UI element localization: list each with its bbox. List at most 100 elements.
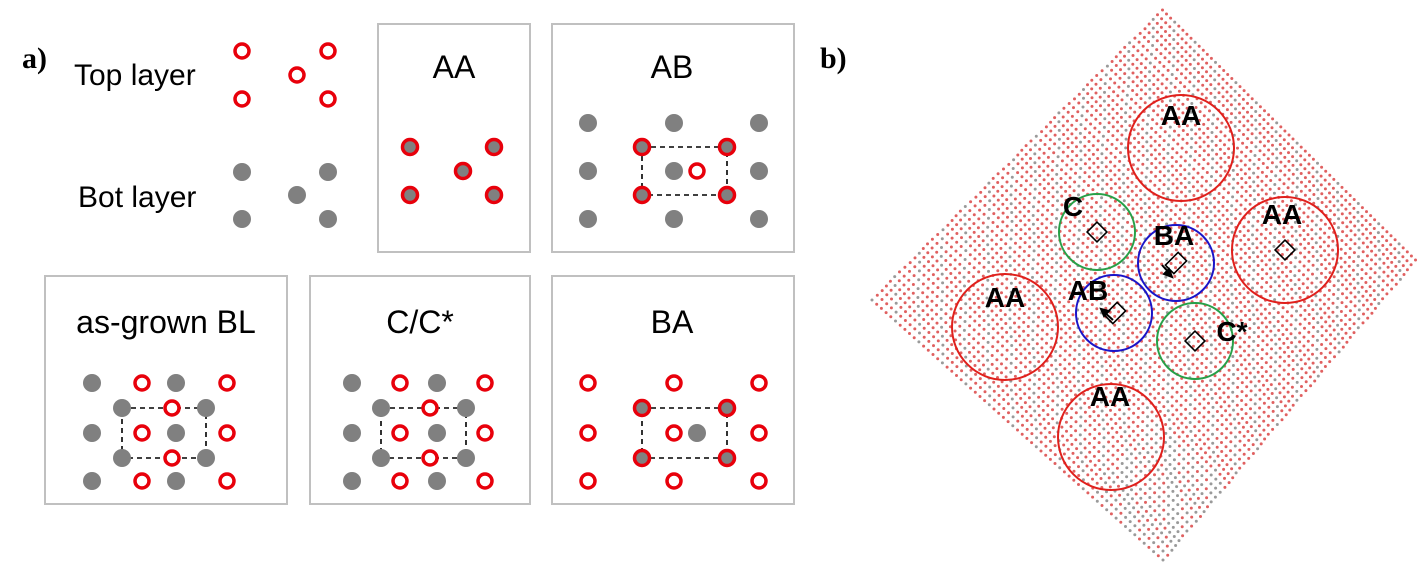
lattice-dot xyxy=(1091,188,1095,192)
lattice-dot xyxy=(1309,384,1313,388)
lattice-dot xyxy=(1319,351,1323,355)
lattice-dot xyxy=(1224,445,1228,449)
lattice-dot xyxy=(1130,287,1134,290)
lattice-dot xyxy=(1299,394,1303,397)
lattice-dot xyxy=(1095,74,1099,77)
lattice-dot xyxy=(1298,349,1302,353)
lattice-dot xyxy=(1097,441,1101,445)
lattice-dot xyxy=(1209,183,1213,187)
lattice-dot xyxy=(1010,397,1014,401)
lattice-dot xyxy=(1129,443,1133,447)
lattice-dot xyxy=(1268,302,1272,306)
lattice-dot xyxy=(1214,179,1218,183)
lattice-dot xyxy=(1311,361,1315,365)
lattice-dot xyxy=(1094,289,1098,293)
lattice-dot xyxy=(1159,427,1163,431)
lattice-dot xyxy=(1046,173,1050,177)
lattice-dot xyxy=(1296,372,1300,375)
lattice-dot xyxy=(1345,340,1349,344)
lattice-dot xyxy=(1381,235,1384,239)
lattice-dot xyxy=(1369,267,1373,271)
lattice-dot xyxy=(1385,230,1389,234)
lattice-dot xyxy=(1110,426,1114,430)
lattice-dot xyxy=(1202,433,1206,437)
lattice-dot xyxy=(1086,299,1090,302)
lattice-dot xyxy=(1316,330,1320,333)
lattice-dot xyxy=(1088,450,1092,454)
lattice-dot xyxy=(1264,192,1268,196)
lattice-dot xyxy=(1221,257,1224,261)
lattice-dot xyxy=(1041,257,1045,261)
lattice-dot xyxy=(999,309,1003,312)
lattice-dot xyxy=(1100,240,1103,244)
lattice-dot xyxy=(1221,104,1225,107)
lattice-dot xyxy=(1147,206,1151,210)
lattice-dot xyxy=(1058,309,1062,313)
lattice-dot xyxy=(1112,244,1116,247)
lattice-dot xyxy=(1056,155,1060,159)
lattice-dot xyxy=(1177,107,1181,111)
lattice-dot xyxy=(1188,71,1192,75)
lattice-dot xyxy=(1210,139,1214,143)
lattice-dot xyxy=(1130,376,1134,379)
lattice-dot xyxy=(1315,356,1319,360)
lattice-dot xyxy=(1319,280,1323,284)
lattice-dot xyxy=(1320,334,1324,338)
lattice-dot xyxy=(1243,242,1247,246)
lattice-dot xyxy=(1344,243,1348,246)
lattice-dot xyxy=(1261,206,1265,210)
lattice-dot xyxy=(1185,124,1189,128)
lattice-dot xyxy=(1307,259,1311,263)
lattice-dot xyxy=(1273,280,1277,284)
lattice-dot xyxy=(1369,214,1373,218)
lattice-dot xyxy=(1394,273,1398,277)
lattice-dot xyxy=(1287,151,1290,155)
lattice-dot xyxy=(1187,269,1191,273)
lattice-dot xyxy=(968,253,972,257)
lattice-dot xyxy=(1274,351,1278,355)
lattice-dot xyxy=(1048,457,1052,461)
lattice-dot xyxy=(1000,353,1004,357)
lattice-dot xyxy=(1021,423,1024,427)
lattice-dot xyxy=(1143,326,1147,330)
lattice-dot xyxy=(1336,208,1340,212)
lattice-dot xyxy=(1059,177,1063,180)
lattice-dot xyxy=(927,277,931,281)
lattice-dot xyxy=(1218,481,1222,485)
lattice-dot xyxy=(1252,339,1256,343)
lattice-dot xyxy=(1108,485,1112,489)
lattice-dot xyxy=(1060,407,1064,411)
lattice-dot xyxy=(1295,159,1299,163)
lattice-dot xyxy=(964,231,968,235)
lattice-dot xyxy=(980,292,984,296)
lattice-dot xyxy=(1127,76,1131,80)
lattice-dot xyxy=(1248,255,1252,259)
lattice-dot xyxy=(1083,153,1087,157)
lattice-dot xyxy=(1177,471,1181,475)
lattice-dot xyxy=(1192,202,1196,206)
lattice-dot xyxy=(1046,261,1049,265)
lattice-dot xyxy=(1287,399,1291,403)
lattice-dot xyxy=(1004,259,1008,263)
lattice-dot xyxy=(1282,395,1286,399)
lattice-dot xyxy=(1327,182,1331,186)
lattice-dot xyxy=(1073,97,1076,101)
lattice-dot xyxy=(977,261,981,265)
lattice-dot xyxy=(1031,214,1035,217)
lattice-dot xyxy=(1070,132,1074,136)
lattice-dot xyxy=(1055,181,1059,185)
lattice-dot xyxy=(1176,521,1180,525)
lattice-dot xyxy=(953,320,957,324)
lattice-dot xyxy=(1129,251,1133,255)
lattice-dot xyxy=(1127,425,1131,429)
lattice-dot xyxy=(1040,266,1044,270)
lattice-dot xyxy=(1237,129,1241,132)
lattice-dot xyxy=(1178,350,1182,354)
lattice-dot xyxy=(976,350,980,354)
lattice-dot xyxy=(1019,184,1023,187)
lattice-dot xyxy=(1123,403,1126,407)
lattice-dot xyxy=(1044,297,1048,301)
lattice-dot xyxy=(1345,296,1349,300)
lattice-dot xyxy=(1107,94,1111,98)
lattice-dot xyxy=(1116,230,1120,234)
